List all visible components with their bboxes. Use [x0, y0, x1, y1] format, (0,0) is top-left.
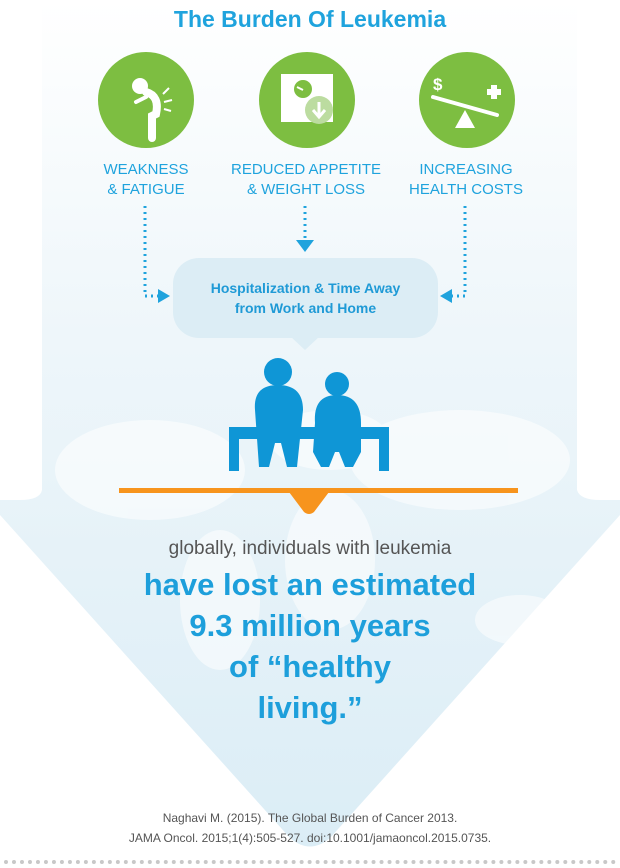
headline-line: living.”: [257, 690, 363, 725]
cause-label: INCREASING: [419, 161, 513, 178]
svg-text:$: $: [433, 75, 443, 94]
headline-line: of “healthy: [229, 649, 391, 684]
cause-weakness: WEAKNESS & FATIGUE: [56, 160, 236, 200]
headline-line: 9.3 million years: [189, 608, 431, 643]
hospitalization-bubble: Hospitalization & Time Away from Work and…: [173, 258, 438, 338]
hunched-person-icon: [98, 52, 194, 148]
cause-costs: INCREASING HEALTH COSTS: [376, 160, 556, 200]
statement-headline: have lost an estimated 9.3 million years…: [0, 564, 620, 728]
citation-line: JAMA Oncol. 2015;1(4):505-527. doi:10.10…: [128, 831, 492, 845]
citation: Naghavi M. (2015). The Global Burden of …: [0, 808, 620, 848]
cause-label: & FATIGUE: [107, 181, 185, 198]
dotted-divider: [4, 860, 616, 864]
dotted-connectors: [143, 206, 467, 303]
cause-appetite: REDUCED APPETITE & WEIGHT LOSS: [216, 160, 396, 200]
bubble-text: from Work and Home: [234, 300, 377, 316]
bubble-tail: [290, 336, 320, 350]
statement-intro: globally, individuals with leukemia: [168, 538, 452, 559]
cause-label: & WEIGHT LOSS: [246, 181, 366, 198]
bubble-text: Hospitalization & Time Away: [210, 280, 401, 296]
page-title: The Burden Of Leukemia: [173, 6, 447, 32]
citation-line: Naghavi M. (2015). The Global Burden of …: [162, 811, 458, 825]
orange-divider: [119, 488, 518, 514]
headline-line: have lost an estimated: [143, 567, 477, 602]
seated-couple-icon: [229, 358, 389, 471]
scale-weight-down-icon: [259, 52, 355, 148]
cause-label: WEAKNESS: [103, 161, 189, 178]
cost-seesaw-icon: $: [419, 52, 515, 148]
cause-label: HEALTH COSTS: [409, 181, 523, 198]
cause-label: REDUCED APPETITE: [230, 161, 382, 178]
